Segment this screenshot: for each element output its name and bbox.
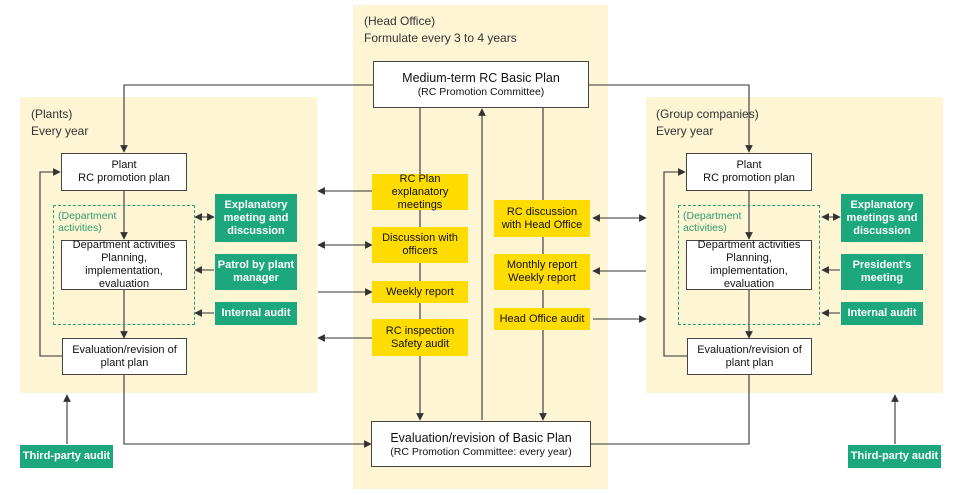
plant-department-activities-box: Department activities Planning, implemen… bbox=[61, 239, 187, 290]
basic-plan-evaluation-box: Evaluation/revision of Basic Plan (RC Pr… bbox=[371, 421, 591, 467]
plants-label: (Plants) Every year bbox=[31, 107, 89, 138]
plant-department-activities-label: (Department activities) bbox=[58, 210, 117, 234]
head-office-audit-box: Head Office audit bbox=[494, 308, 590, 330]
group-feedback-loop bbox=[663, 168, 687, 357]
group-internal-audit: Internal audit bbox=[841, 302, 923, 325]
group-third-party-audit: Third-party audit bbox=[848, 445, 941, 468]
group-eval-to-basic-eval-line bbox=[591, 375, 750, 445]
group-explanatory-meetings: Explanatory meetings and discussion bbox=[841, 194, 923, 242]
group-evaluation-revision-box: Evaluation/revision of plant plan bbox=[687, 338, 812, 375]
rc-inspection-safety-audit: RC inspection Safety audit bbox=[372, 319, 468, 356]
group-rc-promotion-plan: Plant RC promotion plan bbox=[686, 153, 812, 191]
basic-plan-to-group-line bbox=[589, 84, 753, 153]
plant-rc-promotion-plan: Plant RC promotion plan bbox=[61, 153, 187, 191]
group-department-activities-box: Department activities Planning, implemen… bbox=[686, 239, 812, 290]
rc-discussion-with-head-office: RC discussion with Head Office bbox=[494, 200, 590, 237]
plant-feedback-loop bbox=[39, 168, 62, 357]
plant-third-party-audit: Third-party audit bbox=[20, 445, 113, 468]
head-office-label: (Head Office) Formulate every 3 to 4 yea… bbox=[364, 14, 517, 45]
rc-plan-explanatory-meetings: RC Plan explanatory meetings bbox=[372, 173, 468, 211]
patrol-by-plant-manager: Patrol by plant manager bbox=[215, 254, 297, 290]
plant-eval-to-basic-eval-line bbox=[123, 375, 372, 448]
plant-explanatory-meeting: Explanatory meeting and discussion bbox=[215, 194, 297, 242]
group-companies-label: (Group companies) Every year bbox=[656, 107, 759, 138]
group-department-activities-frame bbox=[678, 205, 820, 325]
plant-internal-audit: Internal audit bbox=[215, 302, 297, 325]
presidents-meeting: President's meeting bbox=[841, 254, 923, 290]
basic-plan-to-plant-line bbox=[120, 84, 373, 153]
discussion-with-officers: Discussion with officers bbox=[372, 227, 468, 263]
plant-evaluation-revision-box: Evaluation/revision of plant plan bbox=[62, 338, 187, 375]
plant-department-activities-frame bbox=[53, 205, 195, 325]
monthly-weekly-report: Monthly report Weekly report bbox=[494, 254, 590, 290]
group-department-activities-label: (Department activities) bbox=[683, 210, 742, 234]
medium-term-basic-plan-box: Medium-term RC Basic Plan (RC Promotion … bbox=[373, 61, 589, 108]
weekly-report-box: Weekly report bbox=[372, 281, 468, 303]
